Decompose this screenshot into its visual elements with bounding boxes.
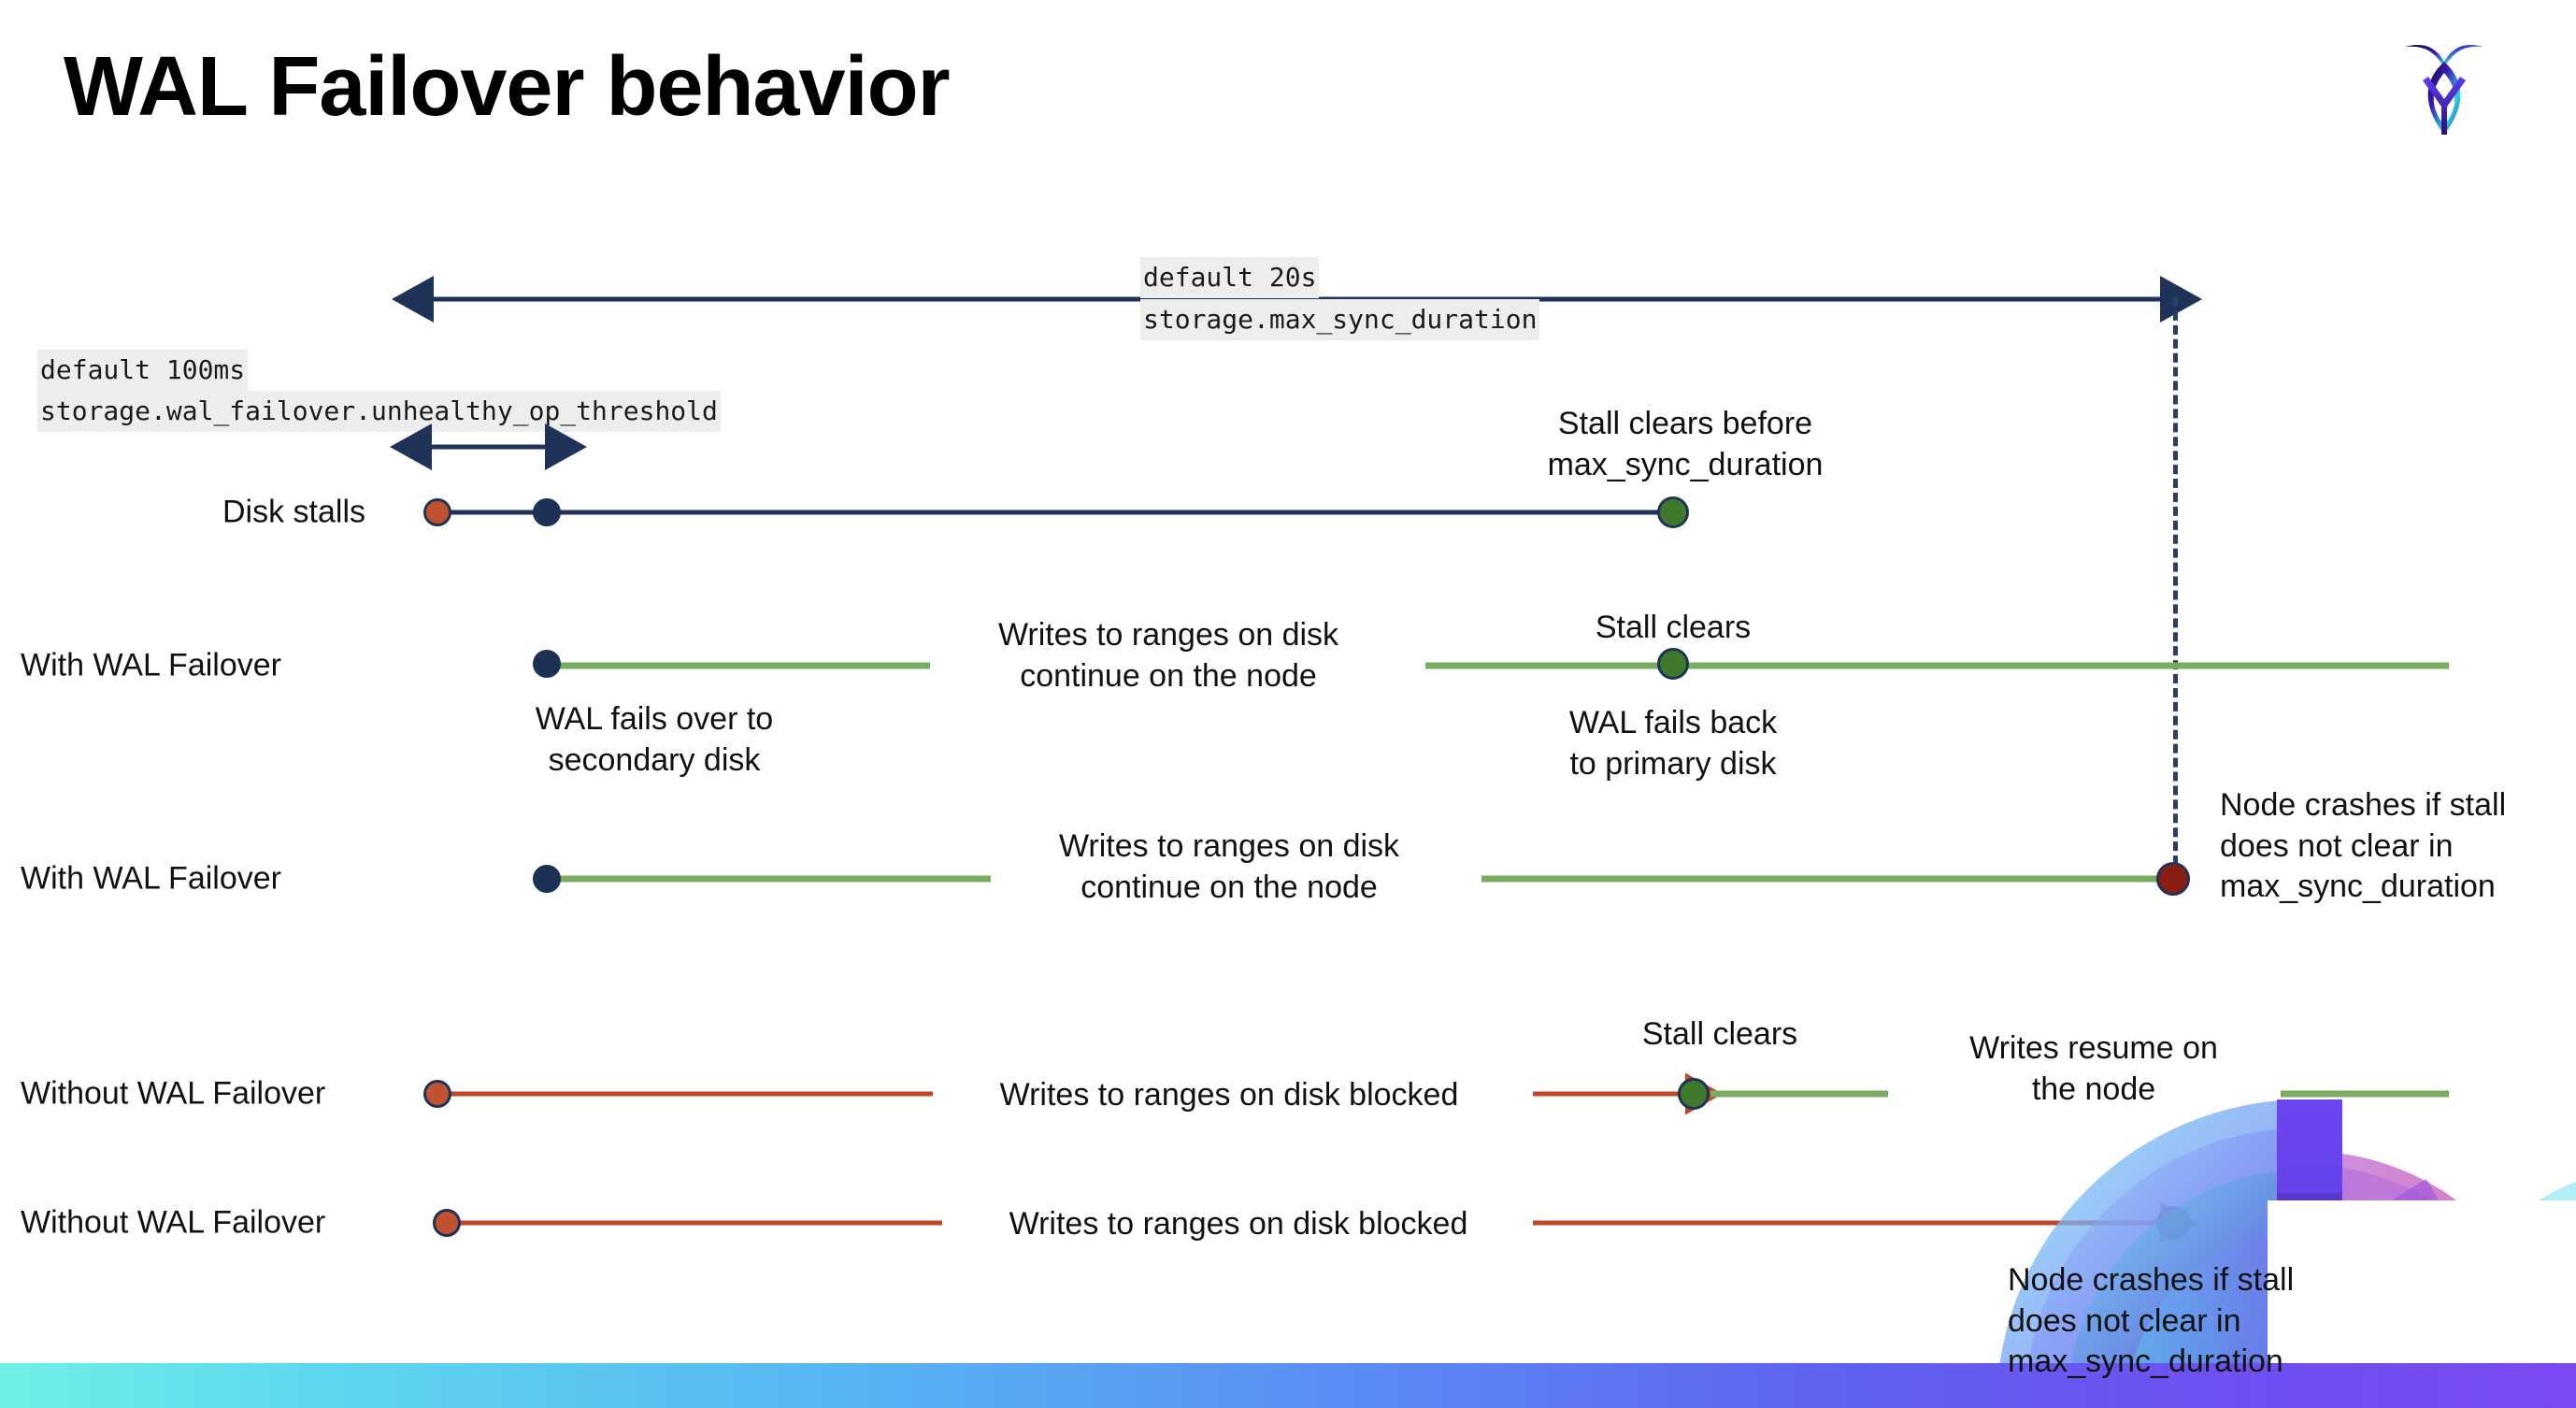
without-wal-failover-1-resume-b (2281, 1090, 2449, 1098)
unhealthy-op-threshold-span-arrow (390, 424, 587, 470)
with-wal-failover-2-segment-b (1481, 875, 2182, 883)
note-node-crashes-1: Node crashes if stall does not clear in … (2220, 787, 2507, 905)
disk-stalls-threshold-dot (533, 498, 561, 526)
note-writes-continue-1: Writes to ranges on disk continue on the… (997, 617, 1339, 694)
note-writes-blocked-1: Writes to ranges on disk blocked (999, 1077, 1459, 1113)
with-wal-failover-1-failover-dot (533, 650, 561, 678)
page-title: WAL Failover behavior (64, 40, 951, 134)
with-wal-failover-2-segment-a (547, 875, 991, 883)
without-wal-failover-1-blocked-a (437, 1091, 933, 1097)
row-label-disk-stalls: Disk stalls (222, 494, 366, 530)
max-sync-duration-default-label: default 20s (1140, 257, 1320, 298)
row-label-without-wal-failover-1: Without WAL Failover (21, 1075, 326, 1112)
row-label-with-wal-failover-1: With WAL Failover (21, 647, 281, 683)
without-wal-failover-2-blocked-arrow (1533, 1201, 2197, 1244)
disk-stalls-clear-dot (1657, 496, 1689, 528)
unhealthy-op-threshold-default-label: default 100ms (37, 350, 249, 391)
note-writes-blocked-2: Writes to ranges on disk blocked (1009, 1206, 1468, 1242)
max-sync-duration-dashed-guide (2173, 297, 2178, 879)
with-wal-failover-1-clear-dot (1657, 648, 1689, 680)
without-wal-failover-2-start-dot (433, 1209, 461, 1237)
without-wal-failover-2-blocked-a (447, 1220, 942, 1226)
note-stall-clears-2: Stall clears (1641, 1016, 1798, 1052)
note-stall-clears-1: Stall clears (1595, 610, 1752, 645)
without-wal-failover-1-clear-dot (1678, 1078, 1710, 1110)
note-node-crashes-2: Node crashes if stall does not clear in … (2008, 1262, 2295, 1380)
row-label-with-wal-failover-2: With WAL Failover (21, 860, 281, 897)
disk-stalls-start-dot (423, 498, 451, 526)
unhealthy-op-threshold-setting-label: storage.wal_failover.unhealthy_op_thresh… (37, 391, 721, 432)
row-label-without-wal-failover-2: Without WAL Failover (21, 1204, 326, 1241)
note-wal-fails-back: WAL fails back to primary disk (1568, 705, 1778, 782)
note-wal-fails-over: WAL fails over to secondary disk (535, 701, 774, 778)
with-wal-failover-1-segment-b (1425, 662, 2449, 669)
without-wal-failover-1-resume-a (1710, 1090, 1888, 1098)
without-wal-failover-1-blocked-arrow (1533, 1072, 1723, 1115)
without-wal-failover-1-start-dot (423, 1080, 451, 1108)
with-wal-failover-2-failover-dot (533, 865, 561, 893)
with-wal-failover-2-crash-dot (2156, 862, 2190, 896)
cockroachdb-logo-icon (2388, 26, 2500, 148)
note-writes-continue-2: Writes to ranges on disk continue on the… (1058, 828, 1400, 905)
max-sync-duration-setting-label: storage.max_sync_duration (1140, 299, 1540, 340)
disk-stalls-timeline (437, 510, 1681, 515)
note-stall-clears-before: Stall clears before max_sync_duration (1547, 406, 1824, 482)
bottom-accent-bar (0, 1363, 2576, 1408)
with-wal-failover-1-segment-a (547, 662, 930, 669)
note-writes-resume: Writes resume on the node (1969, 1030, 2218, 1107)
without-wal-failover-2-crash-dot (2156, 1206, 2190, 1240)
